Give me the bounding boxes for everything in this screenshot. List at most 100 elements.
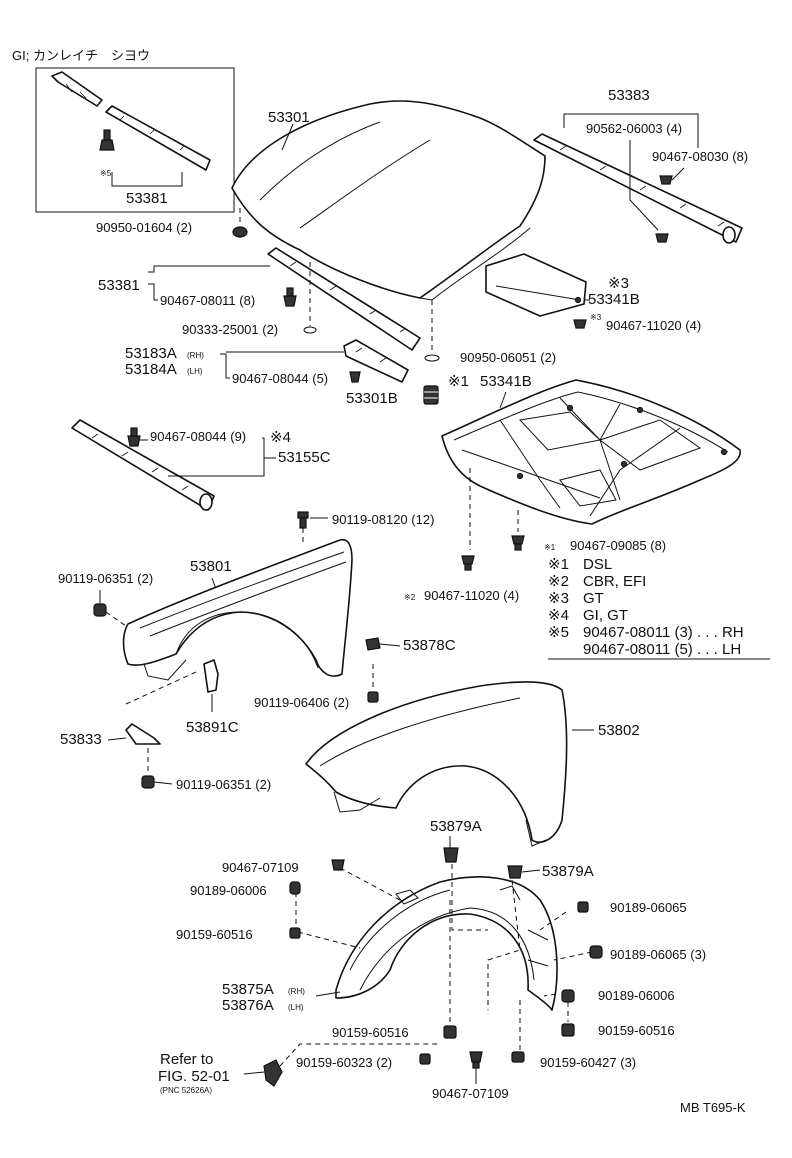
clip-11020b-icon	[461, 555, 475, 571]
bracket-rh-tag: (RH)	[187, 351, 204, 360]
liner-clip-right-icon	[507, 865, 523, 879]
cushion-01604-label: 90950-01604 (2)	[96, 220, 192, 235]
screw-08120-icon	[297, 511, 309, 529]
clip-06006-right-icon	[561, 989, 575, 1003]
screw-60516-mid-icon	[443, 1025, 457, 1039]
inset-clip-icon	[99, 129, 115, 151]
clip-08030-icon	[659, 175, 673, 185]
seal-front	[267, 247, 421, 351]
clip-11020-icon	[573, 319, 587, 329]
screw-60516-right-label: 90159-60516	[598, 1023, 675, 1038]
insulator-3-marker: ※3	[608, 275, 629, 292]
cushion-06051-label: 90950-06051 (2)	[460, 350, 556, 365]
screw-06351-bottom-icon	[141, 775, 155, 789]
clip-11020-label: 90467-11020 (4)	[606, 318, 701, 333]
clip-07109-bottom-icon	[469, 1051, 483, 1069]
weatherstrip-right	[533, 133, 743, 243]
legend-text-5: 90467-08011 (3) . . . RH	[583, 624, 744, 641]
screw-60516-right-icon	[561, 1023, 575, 1037]
clip-08044-icon	[349, 371, 361, 383]
screw-60516-left-icon	[289, 927, 301, 939]
legend-text-3: GT	[583, 590, 604, 607]
legend-mark-3: ※3	[548, 590, 569, 607]
cushion-icon	[232, 226, 248, 238]
screw-60516-mid-label: 90159-60516	[332, 1025, 409, 1040]
screw-06065-a-icon	[577, 901, 589, 913]
insulator-1-part-number: 53341B	[480, 373, 532, 390]
screw-60427-icon	[511, 1051, 525, 1063]
clip-07109-bottom-label: 90467-07109	[432, 1086, 509, 1101]
liner-clip-top-icon	[443, 847, 459, 863]
clip-08044-9-label: 90467-08044 (9)	[150, 429, 246, 444]
refer-line-2: FIG. 52-01	[158, 1068, 230, 1085]
fender-lh	[122, 538, 353, 677]
screw-60323-icon	[419, 1053, 431, 1065]
liner-lh-part-number: 53876A	[222, 997, 274, 1014]
legend-text-4: GI, GT	[583, 607, 628, 624]
legend-text-1: DSL	[583, 556, 612, 573]
bracket-53891c-part-number: 53891C	[186, 719, 239, 736]
screw-60323-label: 90159-60323 (2)	[296, 1055, 392, 1070]
clip-07109-top-label: 90467-07109	[222, 860, 299, 875]
screw-08120-label: 90119-08120 (12)	[332, 512, 434, 527]
inner-liner	[335, 876, 558, 1011]
bracket-53833	[125, 723, 161, 745]
clip-06006-right-label: 90189-06006	[598, 988, 675, 1003]
fender-rh-part-number: 53802	[598, 722, 640, 739]
screw-60516-left-label: 90159-60516	[176, 927, 253, 942]
insulator-3-part-number: 53341B	[588, 291, 640, 308]
inset-part-number: 53381	[126, 190, 168, 207]
clip-90562-label: 90562-06003 (4)	[586, 121, 682, 136]
clip-08044-9-icon	[127, 427, 141, 447]
legend-text-2: CBR, EFI	[583, 573, 646, 590]
screw-06406-icon	[367, 691, 379, 703]
seal-side-marker: ※4	[270, 429, 291, 446]
cushion-06051-icon	[424, 354, 440, 362]
clip-11020b-label: 90467-11020 (4)	[424, 588, 519, 603]
screw-06065-a-label: 90189-06065	[610, 900, 687, 915]
bracket-53833-part-number: 53833	[60, 731, 102, 748]
clip-09085-icon	[511, 535, 525, 551]
retainer-53878c-icon	[365, 637, 381, 651]
clip-07109-top-icon	[331, 859, 345, 871]
fender-lh-part-number: 53801	[190, 558, 232, 575]
liner-clip-top-part-number: 53879A	[430, 818, 482, 835]
seal-front-part-number: 53381	[98, 277, 140, 294]
liner-rh-tag: (RH)	[288, 987, 305, 996]
weatherstrip-part-number: 53383	[608, 87, 650, 104]
refer-bracket-icon	[263, 1059, 283, 1087]
screw-06065-b-icon	[589, 945, 603, 959]
insulator-gt	[485, 253, 587, 317]
legend-mark-2: ※2	[548, 573, 569, 590]
clip-25001-label: 90333-25001 (2)	[182, 322, 278, 337]
clip-09085-marker: ※1	[544, 543, 556, 552]
seal-side-part-number: 53155C	[278, 449, 331, 466]
bumper-icon	[423, 385, 439, 405]
hood-panel	[231, 100, 546, 301]
bracket-53891c	[203, 659, 219, 693]
insulator-1-marker: ※1	[448, 373, 469, 390]
retainer-53878c-part-number: 53878C	[403, 637, 456, 654]
bracket-lh-part-number: 53184A	[125, 361, 177, 378]
clip-08044-5-label: 90467-08044 (5)	[232, 371, 328, 386]
inset-box: GI; カンレイチ シヨウ ※5 53381	[12, 48, 235, 213]
legend-mark-4: ※4	[548, 607, 569, 624]
inset-seal-left	[51, 71, 103, 107]
clip-06006-left-icon	[289, 881, 301, 895]
drawing-code: MB T695-K	[680, 1100, 746, 1115]
legend-text-6: 90467-08011 (5) . . . LH	[583, 641, 741, 658]
screw-06406-label: 90119-06406 (2)	[254, 695, 349, 710]
inset-title: GI; カンレイチ シヨウ	[12, 48, 150, 63]
clip-08011-label: 90467-08011 (8)	[160, 293, 255, 308]
clip-25001-icon	[303, 326, 317, 334]
screw-06351-top-icon	[93, 603, 107, 617]
hinge-bracket	[343, 339, 409, 383]
hood-part-number: 53301	[268, 109, 310, 126]
liner-rh-part-number: 53875A	[222, 981, 274, 998]
clip-90467-08030-label: 90467-08030 (8)	[652, 149, 748, 164]
seal-side	[71, 419, 215, 511]
bracket-lh-tag: (LH)	[187, 367, 203, 376]
inset-seal-right	[105, 105, 211, 171]
bracket-rh-part-number: 53183A	[125, 345, 177, 362]
